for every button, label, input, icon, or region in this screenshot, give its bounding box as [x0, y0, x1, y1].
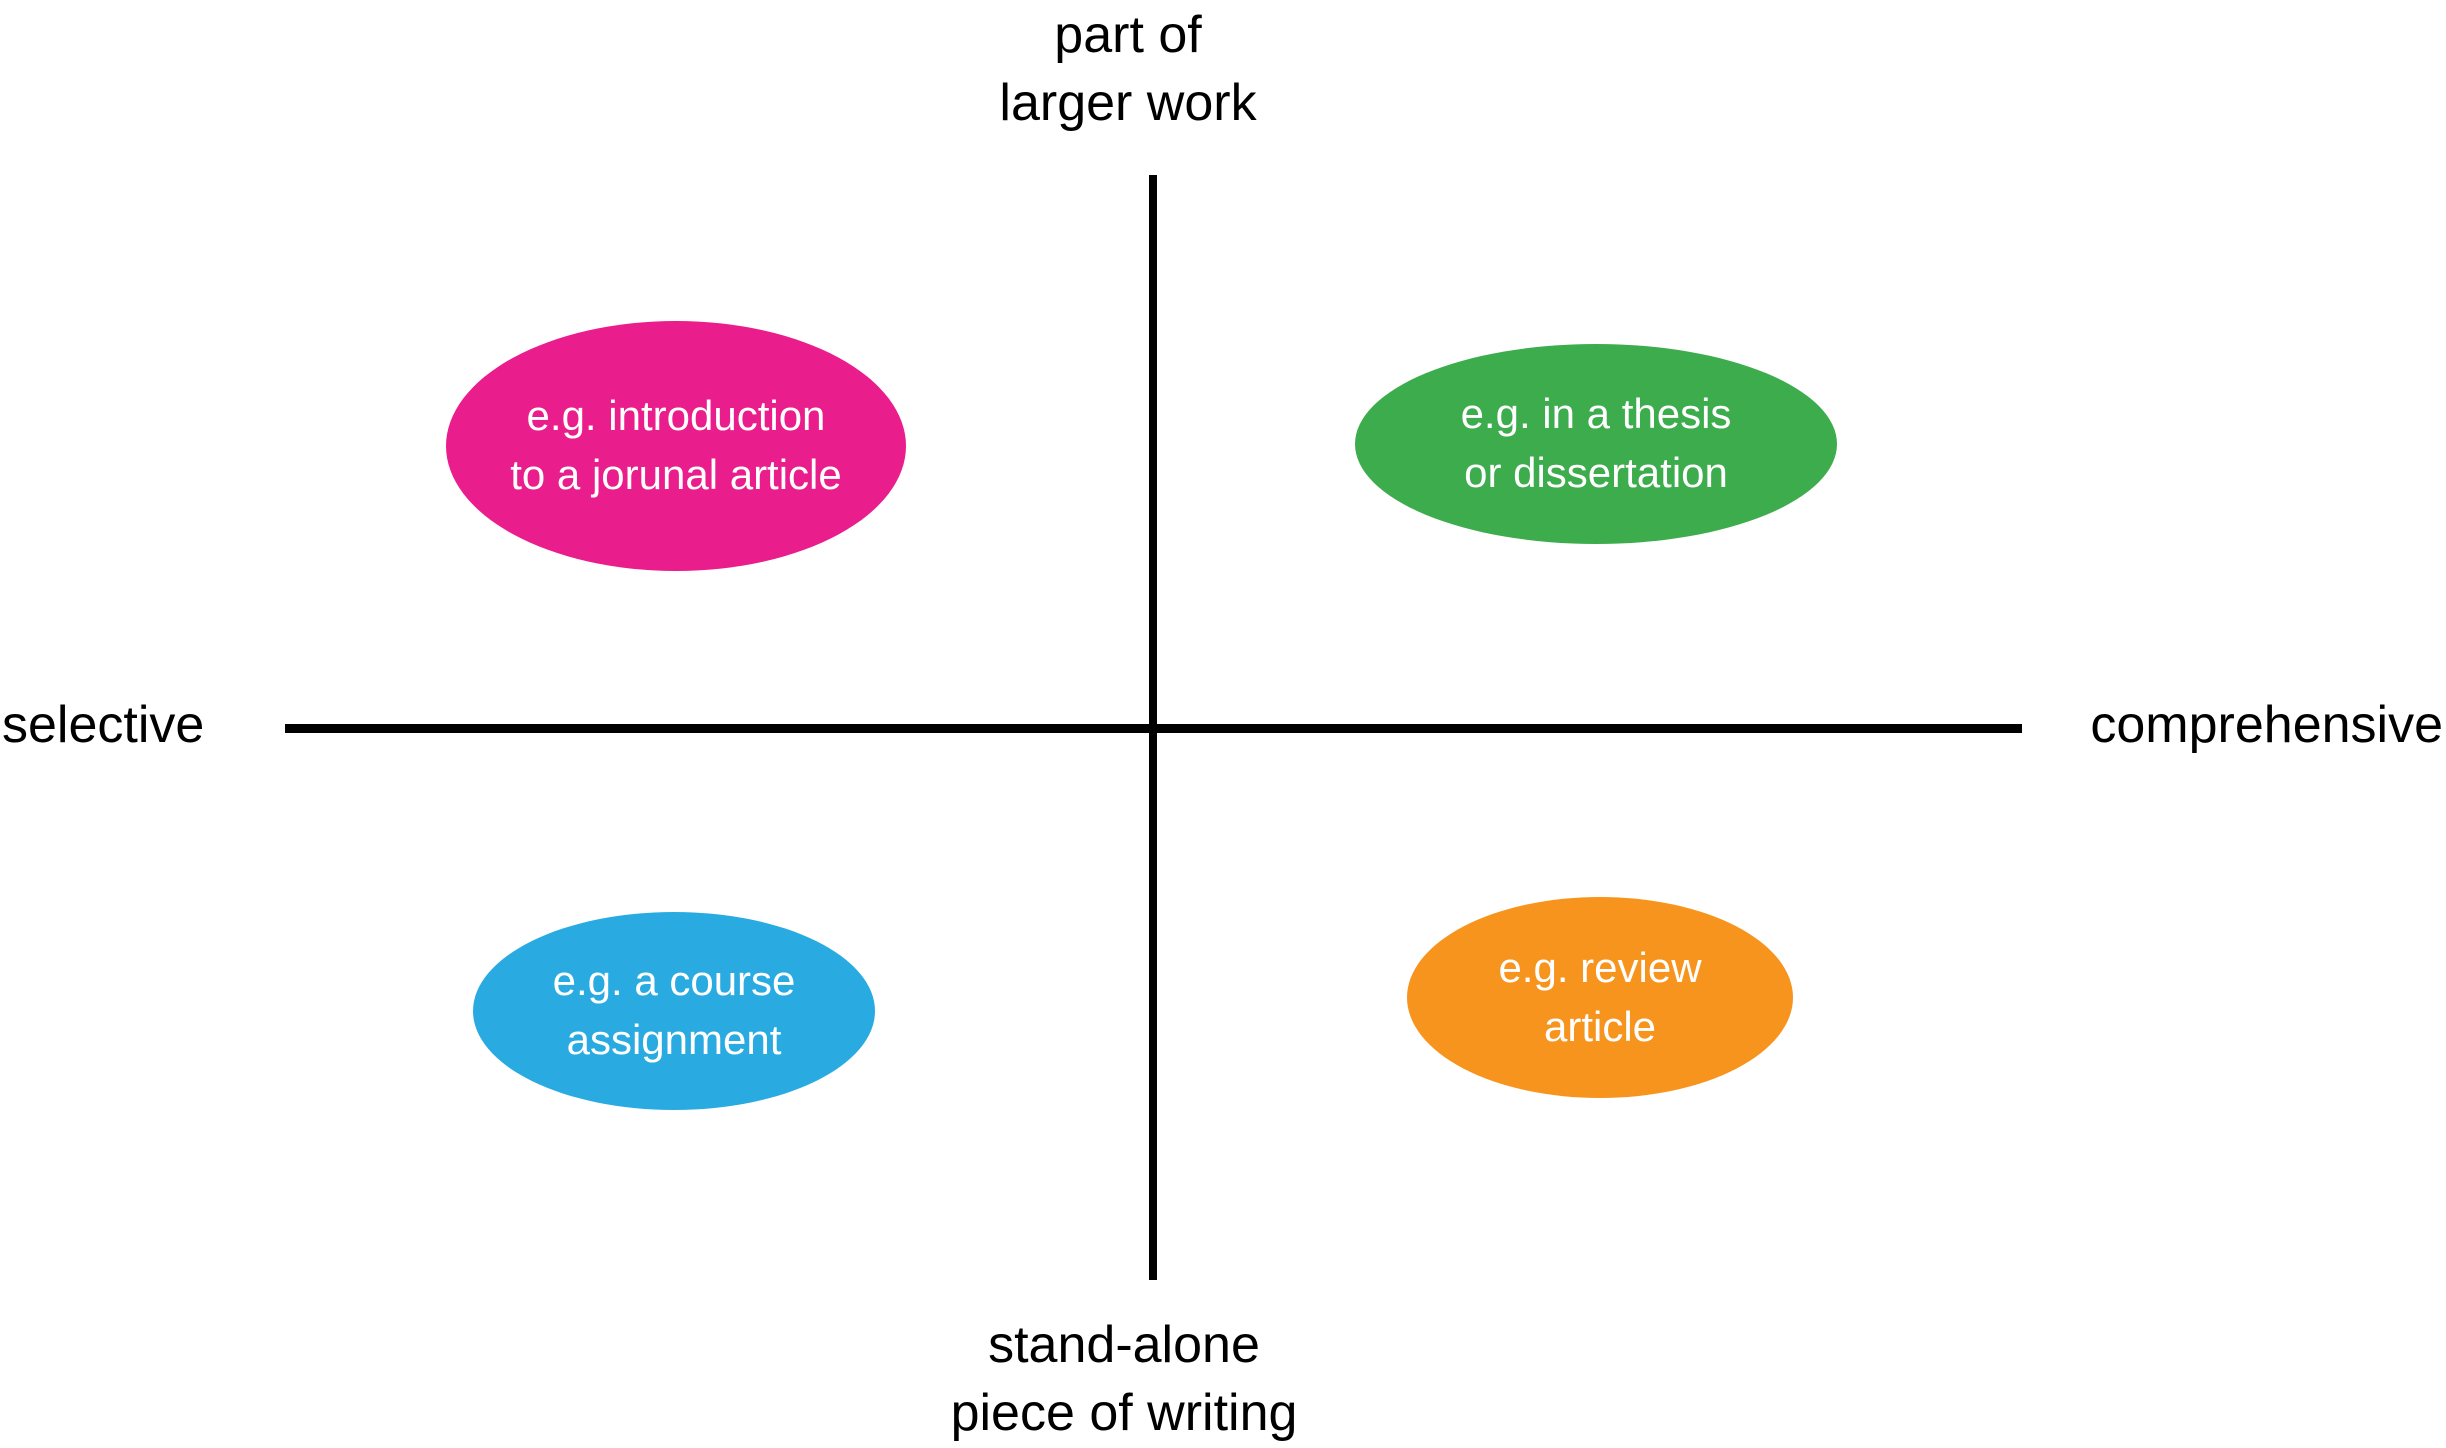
axis-label-right: comprehensive	[2090, 696, 2443, 754]
ellipse-top-right-label: e.g. in a thesis or dissertation	[1460, 390, 1732, 496]
axis-label-top: part of larger work	[999, 6, 1257, 132]
axis-label-bottom: stand-alone piece of writing	[950, 1316, 1298, 1442]
ellipse-bottom-left: e.g. a course assignment	[473, 912, 875, 1110]
ellipse-bottom-right-label: e.g. review article	[1498, 943, 1702, 1050]
horizontal-axis-line	[285, 724, 2022, 733]
axis-label-left: selective	[2, 696, 205, 754]
ellipse-bottom-left-label: e.g. a course assignment	[552, 957, 796, 1063]
ellipse-bottom-right: e.g. review article	[1407, 897, 1793, 1098]
ellipse-top-left: e.g. introduction to a jorunal article	[446, 321, 906, 571]
ellipse-top-left-label: e.g. introduction to a jorunal article	[510, 392, 842, 498]
ellipse-top-right: e.g. in a thesis or dissertation	[1355, 344, 1837, 544]
